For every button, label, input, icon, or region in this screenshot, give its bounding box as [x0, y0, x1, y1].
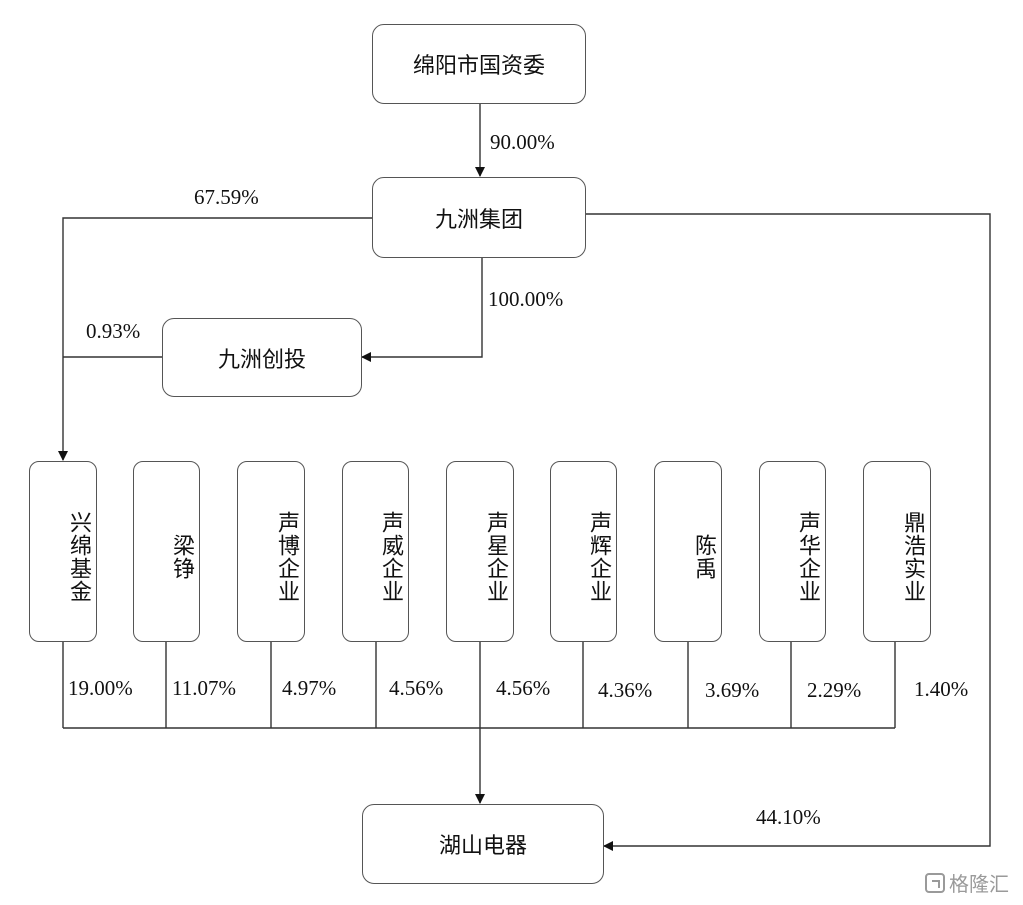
edge-label-group-xingmian: 67.59%: [194, 185, 259, 209]
edge-label-venture-xingmian: 0.93%: [86, 319, 141, 343]
node-hushan: 湖山电器: [362, 804, 604, 884]
node-mianyang-sasac: 绵阳市国资委: [372, 24, 586, 104]
share-label: 4.56%: [389, 676, 444, 700]
node-label: 九洲创投: [217, 347, 306, 373]
share-label: 4.56%: [496, 676, 551, 700]
edge-group-venture: [361, 258, 483, 362]
watermark: 格隆汇: [925, 868, 1009, 897]
node-shareholder: 声华企业: [759, 461, 826, 642]
node-shareholder: 陈禹: [654, 461, 722, 642]
edge-group-hushan: [586, 213, 991, 851]
node-shareholder: 梁铮: [133, 461, 200, 642]
node-shareholder: 鼎浩实业: [863, 461, 931, 642]
node-label: 湖山电器: [438, 834, 527, 859]
node-shareholder: 声威企业: [342, 461, 409, 642]
edge-label-group-venture: 100.00%: [488, 287, 564, 311]
share-label: 2.29%: [807, 678, 862, 702]
share-label: 4.36%: [598, 678, 653, 702]
share-label: 1.40%: [914, 677, 969, 701]
node-jiuzhou-venture: 九洲创投: [162, 318, 362, 397]
share-label: 19.00%: [68, 676, 133, 700]
edge-label-group-hushan: 44.10%: [756, 805, 821, 829]
edge-group-xingmian: [58, 217, 372, 461]
watermark-text: 格隆汇: [949, 872, 1009, 896]
node-shareholder: 声星企业: [446, 461, 514, 642]
node-shareholder: 声辉企业: [550, 461, 617, 642]
node-label: 九洲集团: [434, 207, 523, 233]
share-label: 11.07%: [172, 676, 236, 700]
node-label: 绵阳市国资委: [412, 54, 545, 79]
node-shareholder: 兴绵基金: [29, 461, 97, 642]
edge-label-sasac-group: 90.00%: [490, 130, 555, 154]
node-jiuzhou-group: 九洲集团: [372, 177, 586, 258]
watermark-logo-icon: [925, 872, 945, 893]
share-label: 3.69%: [705, 678, 760, 702]
share-label: 4.97%: [282, 676, 337, 700]
node-shareholder: 声博企业: [237, 461, 305, 642]
